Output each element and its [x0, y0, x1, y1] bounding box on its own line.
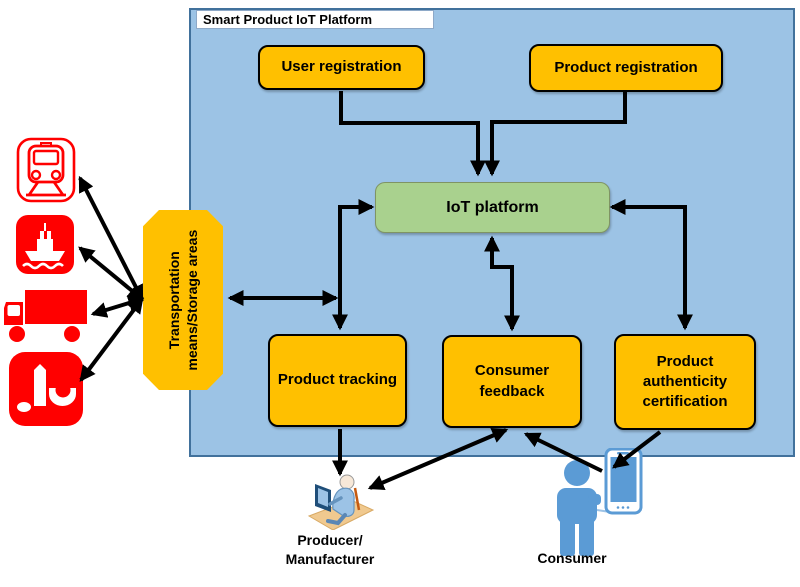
- node-product-registration: Product registration: [529, 44, 723, 92]
- arrow-transportation-ship: [78, 246, 144, 301]
- ship-icon: [16, 215, 74, 274]
- consumer-label: Consumer: [537, 550, 607, 566]
- producer-at-computer-icon: [307, 474, 375, 530]
- node-user-registration: User registration: [258, 45, 425, 90]
- transportation-storage-octagon: Transportation means/Storage areas: [143, 210, 223, 390]
- node-consumer-feedback: Consumer feedback: [442, 335, 582, 428]
- node-product-authenticity: Product authenticity certification: [614, 334, 756, 430]
- transportation-storage-label: Transportation means/Storage areas: [165, 229, 201, 371]
- node-product-tracking: Product tracking: [268, 334, 407, 427]
- arrow-transportation-truck: [90, 295, 145, 318]
- truck-icon: [4, 290, 87, 342]
- consumer-with-phone-icon: [557, 448, 643, 556]
- diagram-title: Smart Product IoT Platform: [196, 10, 434, 29]
- producer-label: Producer/ Manufacturer: [285, 532, 375, 567]
- arrow-transportation-food: [79, 297, 144, 382]
- arrow-transportation-train: [78, 175, 144, 302]
- node-iot-platform: IoT platform: [375, 182, 610, 233]
- train-icon: [16, 137, 76, 203]
- food-products-icon: [9, 352, 83, 426]
